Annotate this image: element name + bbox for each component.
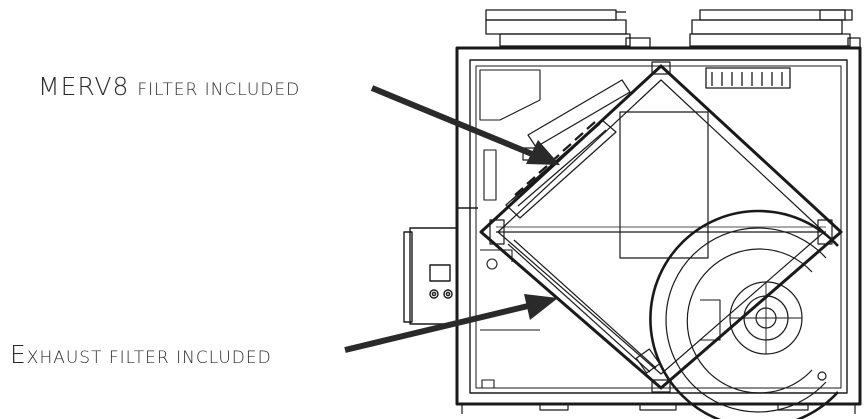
merv8-label-lead: MERV8 [38, 72, 130, 101]
lower-blower [649, 209, 839, 419]
merv8-label-rest: filter included [137, 80, 301, 100]
top-blower [705, 67, 791, 89]
hrv-unit-drawing [403, 9, 862, 419]
exhaust-filter-label: Exhaust filter included [10, 342, 272, 367]
merv8-callout-arrow [370, 85, 560, 165]
merv8-filter-label: MERV8 filter included [38, 74, 300, 99]
exhaust-label-rest: xhaust filter included [26, 348, 272, 368]
heat-recovery-core [479, 61, 843, 393]
left-duct-collar [485, 9, 651, 49]
exhaust-callout-arrow [344, 294, 558, 353]
exhaust-label-lead: E [10, 340, 27, 369]
exhaust-filter [507, 239, 661, 374]
electrical-box [403, 207, 478, 325]
cabinet-feet [461, 403, 856, 414]
left-internals [479, 69, 541, 389]
cabinet-frame [455, 46, 862, 406]
right-duct-collar [689, 9, 861, 49]
merv8-filter [505, 79, 631, 219]
